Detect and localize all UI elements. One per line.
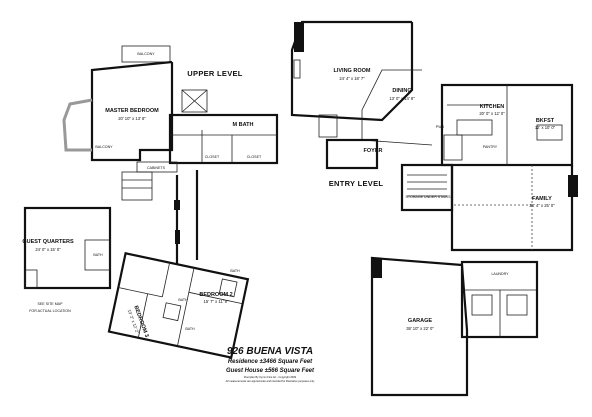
- mirrored-drawing: [23, 20, 578, 397]
- balcony-left-label: BALCONY: [95, 145, 113, 149]
- closet-2-label: CLOSET: [247, 155, 262, 159]
- bedroom-2-dim: 15' 7" x 11' 9": [204, 299, 229, 304]
- pwd-label: PWD: [436, 125, 445, 129]
- guest-quarters-label: GUEST QUARTERS: [22, 239, 74, 245]
- kitchen-dim: 20' 0" x 12' 0": [479, 111, 505, 116]
- closet-1-label: CLOSET: [205, 155, 220, 159]
- disclaimer-note: All measurements are approximate and int…: [226, 379, 316, 383]
- upper-level-label: UPPER LEVEL: [187, 69, 243, 78]
- dining-dim: 13' 0" x 14' 8": [389, 96, 415, 101]
- m-bath-label: M BATH: [233, 122, 254, 128]
- master-bedroom-label: MASTER BEDROOM: [105, 108, 159, 114]
- entry-level-label: ENTRY LEVEL: [329, 179, 384, 188]
- site-note-line2: FOR ACTUAL LOCATION: [29, 309, 71, 313]
- bath-b-label: BATH: [230, 269, 240, 273]
- entry-level-walls: [290, 20, 578, 397]
- breakfast-label: BKFST: [536, 118, 555, 124]
- guest-bath-label: BATH: [93, 253, 103, 257]
- master-bedroom-dim: 20' 10" x 13' 8": [118, 116, 146, 121]
- cabinets-label: CABINETS: [147, 166, 166, 170]
- bath-c-label: BATH: [185, 327, 195, 331]
- breakfast-dim: 12' x 10' 0": [535, 125, 556, 130]
- site-note-line1: SEE SITE MAP: [38, 302, 64, 306]
- guest-quarters-dim: 24' 0" x 15' 0": [35, 247, 61, 252]
- copyright-note: Floorplan By Kymm Fine Art - Copyright 2…: [244, 375, 297, 379]
- bath-a-label: BATH: [178, 298, 188, 302]
- storage-stairs-label: STORAGE UNDER STAIRS: [406, 195, 452, 199]
- bedroom-2-label: BEDROOM 2: [199, 292, 232, 298]
- residence-sqft: Residence ±3466 Square Feet: [228, 359, 313, 365]
- labels: UPPER LEVEL ENTRY LEVEL BALCONY BALCONY …: [22, 52, 555, 383]
- living-room-label: LIVING ROOM: [334, 68, 371, 74]
- laundry-label: LAUNDRY: [491, 272, 509, 276]
- dining-label: DINING: [392, 88, 411, 94]
- pantry-label: PANTRY: [483, 145, 498, 149]
- garage-label: GARAGE: [408, 318, 432, 324]
- living-room-dim: 24' 4" x 18' 7": [339, 76, 365, 81]
- garage-dim: 38' 10" x 22' 0": [406, 326, 434, 331]
- guest-sqft: Guest House ±566 Square Feet: [226, 368, 315, 374]
- address-title: 926 BUENA VISTA: [227, 346, 313, 357]
- kitchen-label: KITCHEN: [480, 104, 504, 110]
- foyer-label: FOYER: [364, 148, 383, 154]
- upper-level-walls: [23, 45, 279, 359]
- family-dim: 28' 4" x 25' 0": [529, 203, 555, 208]
- family-label: FAMILY: [532, 196, 552, 202]
- balcony-top-label: BALCONY: [137, 52, 155, 56]
